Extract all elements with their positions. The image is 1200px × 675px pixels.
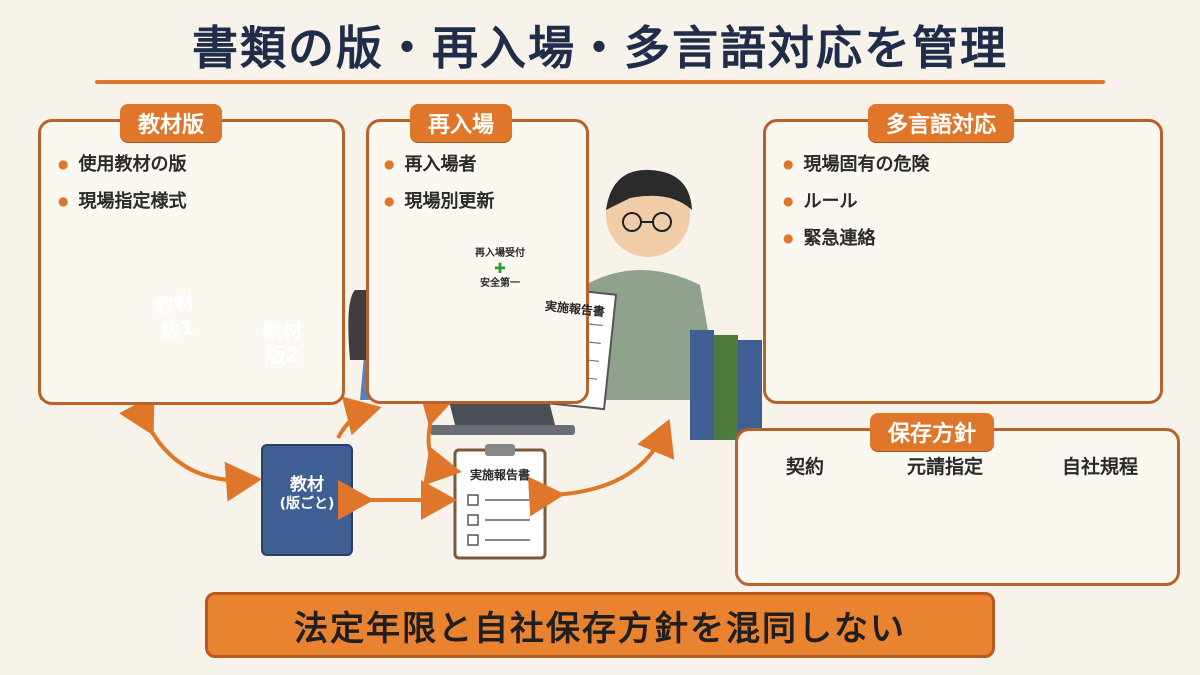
bullet-item: 使用教材の版 [58,150,186,176]
bullet-item: ルール [783,187,929,213]
panel-retention-label: 保存方針 [870,413,995,451]
green-cross-icon: ✚ [494,261,506,277]
bullet-item: 現場固有の危険 [783,150,929,176]
binder-blue-2 [738,340,762,440]
bullet-item: 現場別更新 [384,187,494,213]
center-book-line: (版ごと) [279,496,335,513]
book-2-line: 教材 [262,318,303,342]
arrow-book-visitor [336,396,382,439]
center-clipboard-title: 実施報告書 [469,468,530,482]
center-book-line: 教材 [290,475,324,495]
gate-sign-text: 再入場受付 ✚ 安全第一 [470,246,530,292]
glasses-icon [622,212,672,232]
arrow-reentry-clipboard [418,386,462,486]
title-underline [95,80,1105,84]
panel-retention [735,428,1180,586]
panel-multilang-label: 多言語対応 [868,104,1015,142]
warning-banner: 法定年限と自社保存方針を混同しない [205,592,995,658]
arrow-textbook-book [119,394,262,502]
bullet-item: 緊急連絡 [783,224,929,250]
bullet-item: 再入場者 [384,150,494,176]
binder-blue [690,330,714,440]
retention-col-contract: 契約 [785,456,824,478]
multilang-bullets: 現場固有の危険 ルール 緊急連絡 [783,150,929,261]
binder-green [714,335,738,440]
panel-textbook-label: 教材版 [120,104,223,142]
reentry-bullets: 再入場者 現場別更新 [384,150,494,224]
retention-col-company-rules: 自社規程 [1061,456,1138,478]
gate-sign-line: 再入場受付 [475,248,525,259]
center-flow [119,386,675,560]
book-2-line: 版2 [265,343,300,367]
gate-sign-line: 安全第一 [480,278,520,289]
book-2-label: 教材 版2 [245,318,320,368]
textbook-bullets: 使用教材の版 現場指定様式 [58,150,186,224]
arrow-clipboard-binders [527,418,675,517]
center-book-label: 教材 (版ごと) [262,475,352,514]
book-1-label: 教材 版1 [135,287,217,347]
panel-reentry-label: 再入場 [410,104,513,142]
bullet-item: 現場指定様式 [58,187,186,213]
retention-col-prime-contractor: 元請指定 [906,456,983,478]
page-title: 書類の版・再入場・多言語対応を管理 [192,21,1008,75]
